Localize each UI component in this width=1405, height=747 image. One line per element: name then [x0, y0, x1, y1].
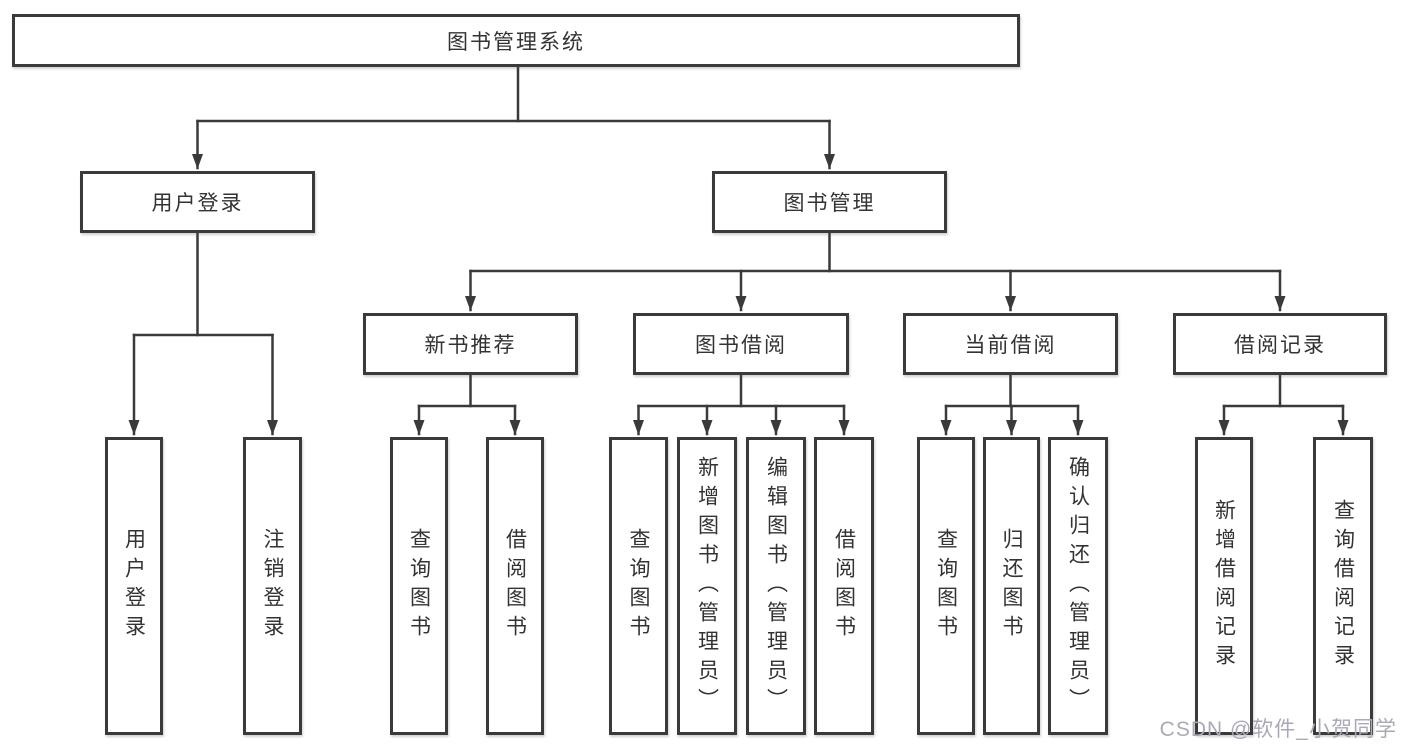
connector-current-children	[940, 373, 1084, 436]
connector-newbook-children	[413, 373, 521, 436]
leaf-query-books-2: 查询图书	[609, 437, 668, 735]
leaf-logout: 注销登录	[243, 437, 302, 735]
connector-record-children	[1218, 373, 1349, 436]
leaf-add-books-admin: 新增图书（管理员）	[677, 437, 737, 735]
leaf-borrow-books-1: 借阅图书	[486, 437, 544, 735]
connector-root-to-level2	[192, 64, 835, 170]
leaf-query-books-3: 查询图书	[917, 437, 975, 735]
leaf-query-books-1: 查询图书	[390, 437, 448, 735]
leaf-borrow-books-2: 借阅图书	[814, 437, 874, 735]
connector-mgmt-to-level3	[465, 231, 1286, 312]
node-book-management-module: 图书管理	[712, 171, 947, 233]
node-new-book-recommend: 新书推荐	[363, 313, 578, 375]
leaf-add-borrow-record: 新增借阅记录	[1195, 437, 1253, 735]
csdn-watermark: CSDN @软件_小贺同学	[1159, 718, 1397, 741]
node-book-borrow: 图书借阅	[633, 313, 849, 375]
node-root-system: 图书管理系统	[12, 14, 1020, 67]
node-current-borrow: 当前借阅	[903, 313, 1118, 375]
leaf-return-books: 归还图书	[983, 437, 1040, 735]
node-borrow-records: 借阅记录	[1173, 313, 1387, 375]
node-user-login-module: 用户登录	[80, 171, 315, 233]
leaf-query-borrow-record: 查询借阅记录	[1313, 437, 1373, 735]
leaf-user-login: 用户登录	[105, 437, 163, 735]
connector-login-children	[128, 231, 278, 436]
connector-borrow-children	[633, 373, 850, 436]
leaf-edit-books-admin: 编辑图书（管理员）	[746, 437, 806, 735]
leaf-confirm-return-admin: 确认归还（管理员）	[1048, 437, 1108, 735]
